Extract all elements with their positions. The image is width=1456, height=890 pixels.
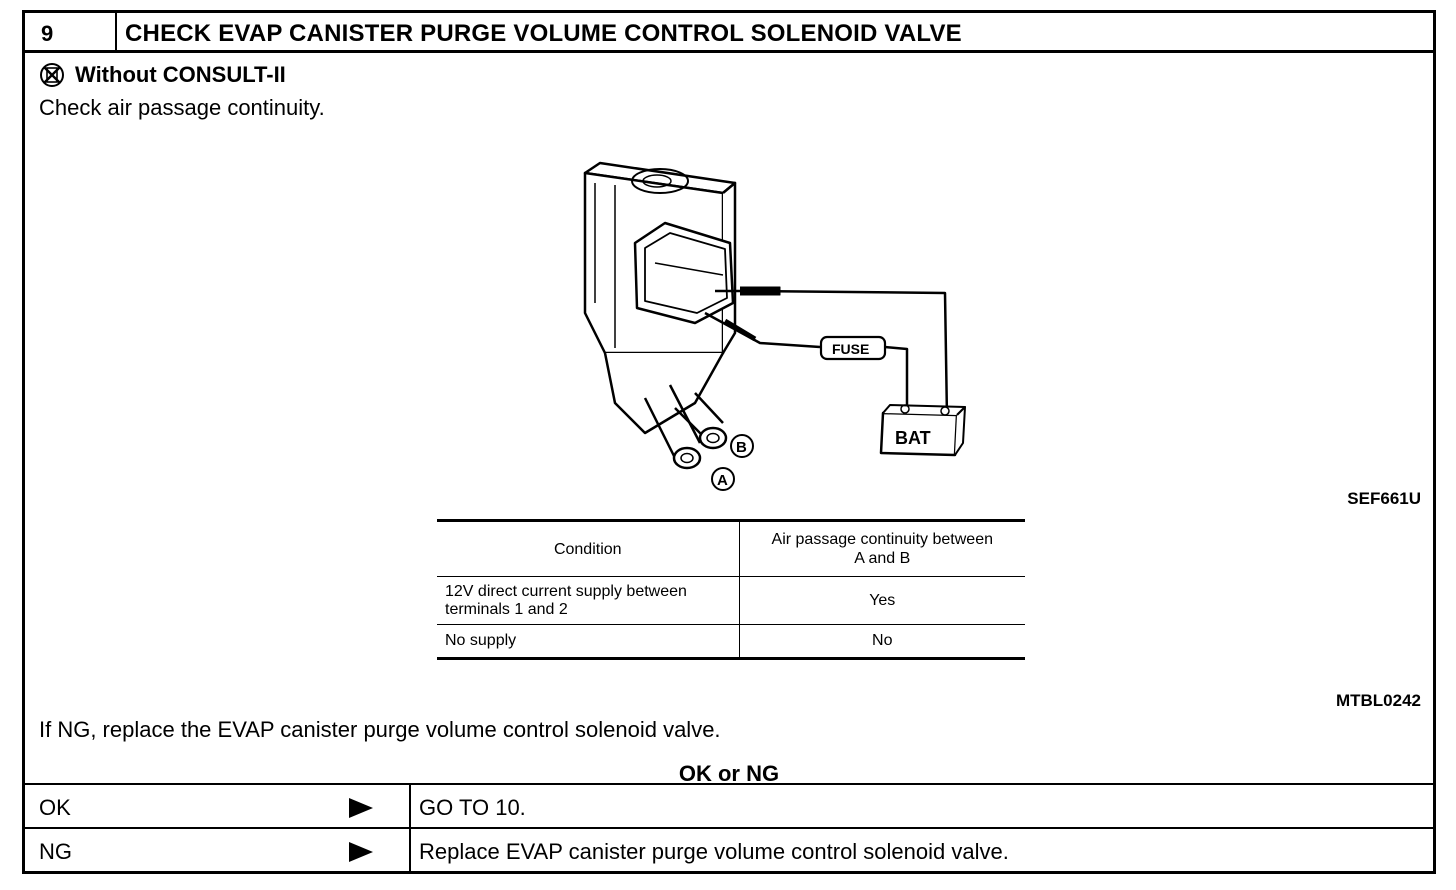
subheading-text: Without CONSULT-II: [75, 62, 286, 87]
continuity-cell: Yes: [738, 576, 1025, 625]
figure-code: SEF661U: [1347, 489, 1421, 508]
table-code: MTBL0242: [1335, 691, 1421, 710]
fuse-label: FUSE: [832, 341, 869, 357]
result-divider: [409, 829, 411, 871]
port-a-label: A: [717, 472, 728, 489]
step-body: Without CONSULT-II Check air passage con…: [25, 53, 1433, 786]
battery-label: BAT: [895, 428, 931, 448]
port-b-label: B: [736, 439, 747, 456]
result-label-ng: NG: [39, 839, 72, 864]
condition-cell: 12V direct current supply between termin…: [445, 582, 687, 618]
ok-or-ng-question: OK or NG: [678, 761, 780, 786]
condition-cell: No supply: [445, 632, 517, 649]
table-row: No supply No: [437, 624, 1025, 659]
solenoid-valve-diagram: FUSE BAT A B: [583, 161, 966, 491]
result-divider: [409, 785, 411, 827]
result-action-ng: Replace EVAP canister purge volume contr…: [419, 839, 1009, 864]
continuity-header: Air passage continuity between A and B: [738, 520, 1025, 577]
step-header: 9 CHECK EVAP CANISTER PURGE VOLUME CONTR…: [25, 13, 1433, 53]
result-label-ok: OK: [39, 795, 71, 820]
result-action-ok: GO TO 10.: [419, 795, 526, 820]
result-row-ok: OK GO TO 10.: [25, 783, 1433, 827]
ng-instruction: If NG, replace the EVAP canister purge v…: [39, 717, 721, 742]
no-consult-icon: [40, 63, 64, 87]
check-instruction: Check air passage continuity.: [39, 95, 325, 120]
result-row-ng: NG Replace EVAP canister purge volume co…: [25, 827, 1433, 871]
step-title: CHECK EVAP CANISTER PURGE VOLUME CONTROL…: [125, 20, 962, 47]
condition-header: Condition: [553, 540, 622, 558]
condition-table-header-row: Condition Air passage continuity between…: [437, 520, 1025, 577]
arrow-right-icon: [349, 842, 373, 862]
inspection-step-sheet: 9 CHECK EVAP CANISTER PURGE VOLUME CONTR…: [22, 10, 1436, 874]
condition-table: Condition Air passage continuity between…: [437, 519, 1025, 660]
table-row: 12V direct current supply between termin…: [437, 576, 1025, 625]
step-number: 9: [25, 13, 117, 50]
continuity-cell: No: [738, 624, 1025, 659]
arrow-right-icon: [349, 798, 373, 818]
subheading: Without CONSULT-II: [39, 62, 286, 88]
